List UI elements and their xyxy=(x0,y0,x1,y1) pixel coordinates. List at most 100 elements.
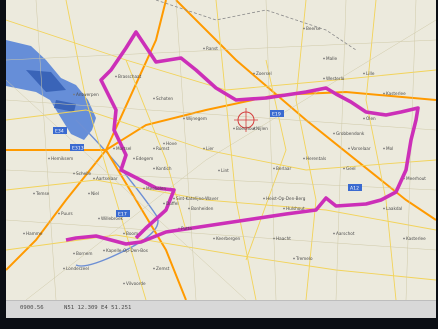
place-label: Kasterlee xyxy=(406,236,426,241)
place-label: Keerbergen xyxy=(216,236,241,241)
town-dot xyxy=(273,167,275,170)
town-dot xyxy=(73,172,75,175)
place-label: Kasterlee xyxy=(386,91,406,96)
town-dot xyxy=(123,282,125,285)
town-dot xyxy=(163,142,165,145)
town-dot xyxy=(293,257,295,260)
status-coordinates: N51 12.309 E4 51.251 xyxy=(64,305,132,311)
town-dot xyxy=(263,197,265,200)
place-label: Antwerpen xyxy=(76,92,99,97)
road-shield-label: A12 xyxy=(350,186,359,192)
town-dot xyxy=(23,232,25,235)
crosshair-icon xyxy=(234,108,258,132)
place-label: Vorselaar xyxy=(351,146,371,151)
place-label: Meerhout xyxy=(406,176,426,181)
town-dot xyxy=(233,127,235,130)
place-label: Ranst xyxy=(206,46,218,51)
place-label: Putte xyxy=(181,226,192,231)
place-label: Mortsel xyxy=(116,146,131,151)
place-label: Bornem xyxy=(76,251,92,256)
secondary-roads xyxy=(6,0,436,300)
place-label: Haacht xyxy=(276,236,291,241)
place-label: Duffel xyxy=(166,201,179,206)
town-dot xyxy=(303,157,305,160)
place-label: Zemst xyxy=(156,266,170,271)
place-label: Boechout xyxy=(236,126,256,131)
town-dot xyxy=(93,177,95,180)
place-label: Temse xyxy=(35,191,50,196)
town-dot xyxy=(303,27,305,30)
place-label: Heist-Op-Den-Berg xyxy=(266,196,306,201)
town-dot xyxy=(273,237,275,240)
place-label: Vilvoorde xyxy=(126,281,146,286)
place-label: Westerlo xyxy=(326,76,345,81)
place-label: Malle xyxy=(326,56,338,61)
place-label: Hamme xyxy=(26,231,43,236)
border-line xyxy=(155,0,357,51)
town-dot xyxy=(383,147,385,150)
place-label: Nijlen xyxy=(256,126,268,131)
place-label: Zoersel xyxy=(256,71,272,76)
place-label: Bonheiden xyxy=(191,206,214,211)
place-label: Geel xyxy=(346,166,356,171)
town-dot xyxy=(333,132,335,135)
place-label: Grobbendonk xyxy=(336,131,365,136)
town-dots xyxy=(23,27,405,285)
town-dot xyxy=(48,157,50,160)
town-dot xyxy=(203,47,205,50)
town-dot xyxy=(323,77,325,80)
town-dot xyxy=(383,207,385,210)
town-dot xyxy=(163,202,165,205)
town-dot xyxy=(73,93,75,96)
town-dot xyxy=(173,197,175,200)
place-label: Tremelo xyxy=(295,256,313,261)
town-dot xyxy=(143,187,145,190)
town-dot xyxy=(98,217,100,220)
place-label: Aartselaar xyxy=(96,176,118,181)
town-dot xyxy=(63,267,65,270)
place-label: Kapelle-Op-Den-Bos xyxy=(106,248,148,253)
town-dot xyxy=(153,147,155,150)
town-dot xyxy=(113,147,115,150)
place-label: Aarschot xyxy=(336,231,355,236)
road-shield-label: E34 xyxy=(55,129,64,135)
place-label: Londerzeel xyxy=(66,266,89,271)
place-label: Boom xyxy=(126,231,138,236)
place-label: Wijnegem xyxy=(186,116,207,121)
place-label: Mechelen xyxy=(146,186,166,191)
town-dot xyxy=(33,192,35,195)
town-dot xyxy=(133,157,135,160)
town-dot xyxy=(363,72,365,75)
place-label: Lier xyxy=(206,146,214,151)
place-label: Edegem xyxy=(136,156,153,161)
town-dot xyxy=(153,267,155,270)
road-shield-label: E313 xyxy=(72,146,84,152)
place-label: Lint xyxy=(221,168,229,173)
road-shields xyxy=(53,110,362,217)
dock-water xyxy=(26,70,76,112)
town-dot xyxy=(253,72,255,75)
place-label: Kontich xyxy=(156,166,172,171)
town-dot xyxy=(123,232,125,235)
place-label: Willebroek xyxy=(101,216,124,221)
place-label: Hulshout xyxy=(286,206,305,211)
place-label: Beerse xyxy=(306,26,321,31)
map-canvas[interactable]: AntwerpenBrasschaatSchotenWijnegemMortse… xyxy=(6,0,436,300)
town-dot xyxy=(283,207,285,210)
town-dot xyxy=(383,92,385,95)
place-label: Laakdal xyxy=(386,206,402,211)
status-bar: 0900.56 N51 12.309 E4 51.251 xyxy=(6,300,436,318)
road-shield-label: E17 xyxy=(118,212,127,218)
town-dot xyxy=(153,167,155,170)
town-dot xyxy=(153,97,155,100)
place-label: Puurs xyxy=(61,211,73,216)
place-label: Berlaar xyxy=(276,166,291,171)
town-dot xyxy=(213,237,215,240)
town-dot xyxy=(363,117,365,120)
town-dot xyxy=(333,232,335,235)
route-line xyxy=(65,30,420,246)
place-label: Mol xyxy=(386,146,393,151)
road-shield-label: E19 xyxy=(272,112,281,118)
place-label: Schelle xyxy=(76,171,92,176)
